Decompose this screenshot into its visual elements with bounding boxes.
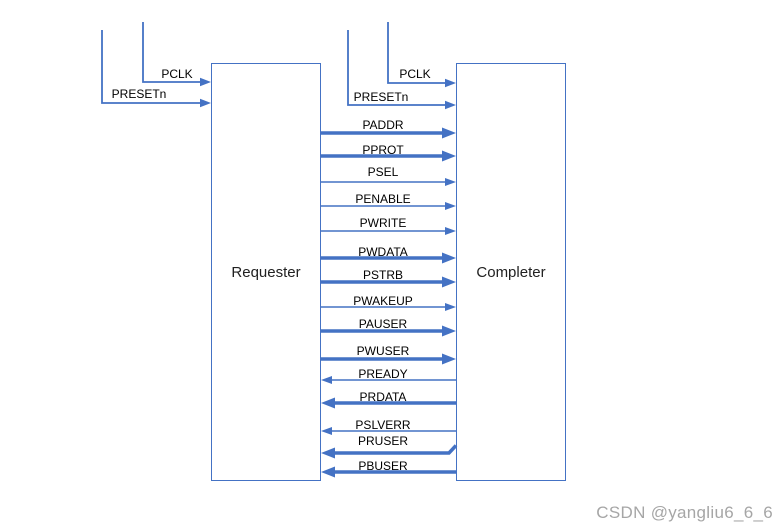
watermark: CSDN @yangliu6_6_6: [596, 503, 773, 522]
signal-label-pbuser: PBUSER: [358, 459, 408, 473]
signal-label-pauser: PAUSER: [358, 317, 408, 331]
requester-label: Requester: [231, 263, 301, 281]
signal-label-prdata: PRDATA: [359, 390, 407, 404]
signal-label-penable: PENABLE: [355, 192, 411, 206]
signal-label-pprot: PPROT: [362, 143, 404, 157]
signal-label-paddr: PADDR: [362, 118, 404, 132]
requester-box: Requester: [211, 63, 321, 481]
signal-label-pruser: PRUSER: [357, 434, 409, 448]
signal-label-pwuser: PWUSER: [356, 344, 410, 358]
signal-label-pwakeup: PWAKEUP: [353, 294, 413, 308]
signal-label-pwrite: PWRITE: [359, 216, 407, 230]
clock-label-requester-presetn: PRESETn: [111, 87, 167, 101]
completer-label: Completer: [476, 263, 546, 281]
clock-label-completer-pclk: PCLK: [399, 67, 431, 81]
signal-label-pstrb: PSTRB: [362, 268, 404, 282]
signal-label-pslverr: PSLVERR: [355, 418, 411, 432]
signal-label-psel: PSEL: [367, 165, 399, 179]
signal-label-pready: PREADY: [358, 367, 408, 381]
completer-box: Completer: [456, 63, 566, 481]
clock-label-requester-pclk: PCLK: [161, 67, 193, 81]
clock-label-completer-presetn: PRESETn: [353, 90, 409, 104]
signal-label-pwdata: PWDATA: [358, 245, 408, 259]
signal-arrow-psel: [321, 178, 456, 186]
